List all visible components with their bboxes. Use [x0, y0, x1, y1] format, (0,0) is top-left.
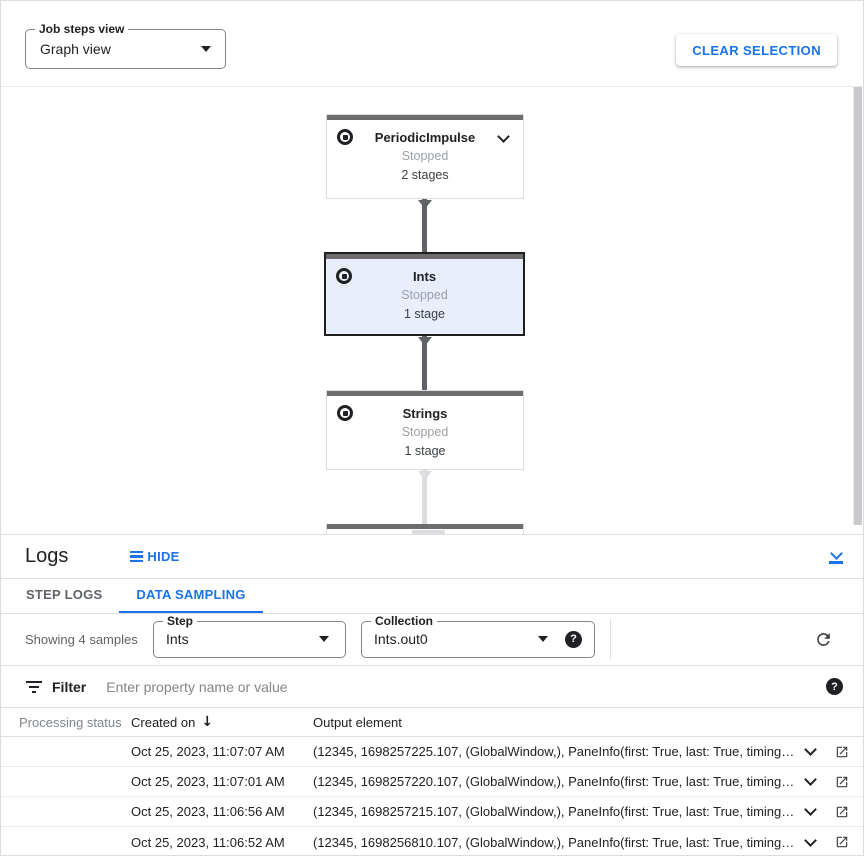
filter-bar: Filter ? — [1, 666, 863, 709]
table-row[interactable]: Oct 25, 2023, 11:06:52 AM (12345, 169825… — [1, 827, 863, 855]
stopped-status-icon — [337, 405, 353, 421]
dropdown-arrow-icon — [319, 636, 329, 643]
output-element-cell: (12345, 1698256810.107, (GlobalWindow,),… — [313, 834, 793, 850]
open-in-new-icon[interactable] — [835, 835, 849, 849]
table-row[interactable]: Oct 25, 2023, 11:07:01 AM (12345, 169825… — [1, 767, 863, 798]
collapse-panel-button[interactable] — [829, 547, 843, 564]
stopped-status-icon — [337, 129, 353, 145]
column-processing-status: Processing status — [19, 714, 122, 730]
table-row[interactable]: Oct 25, 2023, 11:06:56 AM (12345, 169825… — [1, 797, 863, 828]
dropdown-arrow-icon — [538, 636, 548, 643]
arrow-down-icon — [418, 337, 432, 346]
logs-panel: Logs HIDE STEP LOGS DATA SAMPLING Showin… — [1, 534, 863, 855]
collection-select[interactable]: Collection Ints.out0 ? — [361, 613, 595, 658]
node-title: Ints — [412, 269, 437, 284]
graph-vertical-scrollbar[interactable] — [853, 87, 862, 525]
node-status: Stopped — [401, 288, 448, 302]
top-toolbar: Job steps view Graph view CLEAR SELECTIO… — [1, 1, 863, 87]
hide-logs-label: HIDE — [147, 548, 180, 564]
help-icon[interactable]: ? — [826, 678, 843, 696]
job-steps-view-select-label: Job steps view — [35, 22, 129, 36]
node-title: Strings — [402, 406, 448, 421]
open-in-new-icon[interactable] — [835, 775, 849, 789]
job-steps-view-select-value: Graph view — [40, 41, 111, 57]
collection-select-value: Ints.out0 — [374, 631, 428, 648]
graph-edge — [422, 336, 427, 390]
clipped-node-fragment — [412, 530, 445, 534]
node-top-bar — [327, 115, 523, 120]
open-in-new-icon[interactable] — [835, 805, 849, 819]
node-top-bar — [327, 524, 523, 529]
sampling-controls-row: Showing 4 samples Step Ints Collection I… — [1, 613, 863, 666]
created-on-cell: Oct 25, 2023, 11:06:56 AM — [131, 804, 285, 820]
sort-descending-icon[interactable]: ↓ — [201, 714, 214, 731]
vertical-divider — [610, 619, 611, 660]
table-row[interactable]: Oct 25, 2023, 11:07:07 AM (12345, 169825… — [1, 737, 863, 768]
output-element-cell: (12345, 1698257220.107, (GlobalWindow,),… — [313, 774, 793, 790]
help-icon[interactable]: ? — [565, 630, 582, 648]
job-steps-view-select[interactable]: Job steps view Graph view — [25, 22, 226, 69]
expand-row-chevron-icon[interactable] — [803, 803, 817, 816]
expand-row-chevron-icon[interactable] — [803, 773, 817, 787]
table-header: Processing status Created on ↓ Output el… — [1, 708, 863, 738]
refresh-icon — [817, 632, 830, 646]
refresh-button[interactable] — [814, 630, 833, 649]
node-status: Stopped — [401, 149, 449, 163]
created-on-cell: Oct 25, 2023, 11:07:01 AM — [131, 774, 285, 790]
arrow-down-icon — [418, 200, 432, 209]
node-title: PeriodicImpulse — [374, 130, 476, 145]
node-stage-count: 2 stages — [401, 168, 449, 182]
logs-panel-title: Logs — [25, 544, 69, 567]
dropdown-arrow-icon — [201, 46, 211, 52]
filter-icon — [25, 680, 43, 693]
node-top-bar — [327, 391, 523, 396]
node-top-bar — [326, 254, 523, 259]
clear-selection-button[interactable]: CLEAR SELECTION — [676, 34, 837, 66]
expand-row-chevron-icon[interactable] — [803, 833, 817, 847]
created-on-cell: Oct 25, 2023, 11:07:07 AM — [131, 744, 285, 760]
collection-select-label: Collection — [371, 613, 438, 628]
graph-edge — [422, 199, 427, 252]
node-stage-count: 1 stage — [403, 307, 445, 321]
column-created-on[interactable]: Created on ↓ — [131, 714, 214, 731]
chevron-down-icon — [829, 547, 843, 561]
step-select-label: Step — [163, 613, 198, 628]
node-status: Stopped — [401, 425, 449, 439]
graph-node-periodicimpulse[interactable]: PeriodicImpulse Stopped 2 stages — [326, 114, 524, 199]
created-on-cell: Oct 25, 2023, 11:06:52 AM — [131, 834, 285, 850]
step-select[interactable]: Step Ints — [153, 613, 346, 658]
filter-input[interactable] — [106, 678, 826, 695]
step-select-value: Ints — [166, 631, 189, 648]
tab-step-logs[interactable]: STEP LOGS — [26, 587, 103, 603]
hide-logs-button[interactable]: HIDE — [130, 549, 179, 564]
open-in-new-icon[interactable] — [835, 745, 849, 759]
expand-row-chevron-icon[interactable] — [803, 743, 817, 757]
output-element-cell: (12345, 1698257225.107, (GlobalWindow,),… — [313, 744, 793, 760]
logs-tab-bar: STEP LOGS DATA SAMPLING — [1, 579, 863, 614]
graph-edge — [422, 470, 427, 524]
sample-count-text: Showing 4 samples — [25, 631, 138, 647]
filter-label: Filter — [52, 678, 87, 695]
logs-header: Logs HIDE — [1, 535, 863, 579]
column-output-element: Output element — [313, 714, 402, 730]
list-lines-icon — [130, 550, 144, 563]
graph-node-strings[interactable]: Strings Stopped 1 stage — [326, 390, 524, 470]
node-stage-count: 1 stage — [404, 444, 446, 458]
tab-data-sampling[interactable]: DATA SAMPLING — [119, 579, 263, 613]
arrow-down-icon — [418, 471, 432, 480]
graph-node-ints[interactable]: Ints Stopped 1 stage — [324, 252, 525, 336]
job-graph-canvas[interactable]: PeriodicImpulse Stopped 2 stages Ints St… — [1, 87, 863, 534]
output-element-cell: (12345, 1698257215.107, (GlobalWindow,),… — [313, 804, 793, 820]
graph-node-clipped[interactable] — [326, 524, 524, 534]
stopped-status-icon — [336, 268, 352, 284]
